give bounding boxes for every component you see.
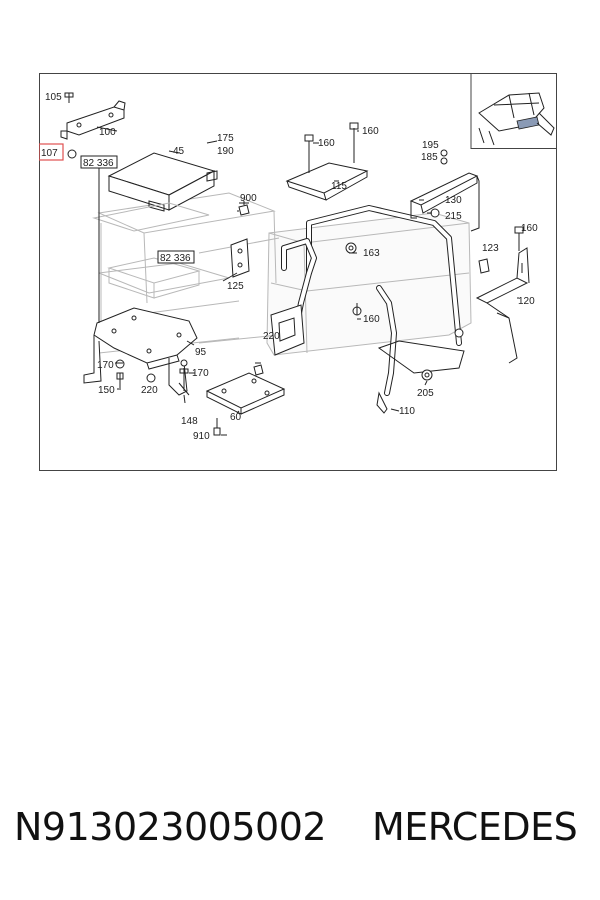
callout-120: 120 bbox=[518, 296, 535, 307]
callout-100: 100 bbox=[99, 127, 116, 138]
inset-thumbnail bbox=[470, 73, 557, 149]
boxed-label-1: 82 336 bbox=[80, 155, 118, 323]
brand-name: MERCEDES bbox=[372, 805, 578, 849]
callout-150: 150 bbox=[98, 385, 115, 396]
parts-diagram: 82 336 82 336 105 107 100 45 175 190 900… bbox=[39, 73, 557, 471]
bracket-125 bbox=[230, 238, 250, 278]
callout-900: 900 bbox=[240, 193, 257, 204]
washers bbox=[345, 242, 433, 381]
callout-175: 175 bbox=[217, 133, 234, 144]
svg-text:82 336: 82 336 bbox=[83, 158, 114, 169]
callout-60: 60 bbox=[230, 412, 242, 423]
bracket-120 bbox=[475, 226, 530, 364]
callout-170a: 170 bbox=[97, 360, 114, 371]
plate-60 bbox=[205, 364, 286, 436]
cover-plate-115 bbox=[285, 122, 369, 201]
callout-123: 123 bbox=[482, 243, 499, 254]
exploded-view-drawing: 82 336 82 336 105 107 100 45 175 190 900… bbox=[39, 73, 557, 471]
callout-190: 190 bbox=[217, 146, 234, 157]
base-plate-95 bbox=[83, 307, 198, 396]
bracket-130 bbox=[409, 149, 480, 232]
callout-130: 130 bbox=[445, 195, 462, 206]
callout-185: 185 bbox=[421, 152, 438, 163]
bracket-100 bbox=[60, 92, 126, 140]
control-unit-45 bbox=[107, 152, 218, 212]
callout-215: 215 bbox=[445, 211, 462, 222]
callout-170b: 170 bbox=[192, 368, 209, 379]
callout-95: 95 bbox=[195, 347, 207, 358]
callout-220a: 220 bbox=[141, 385, 158, 396]
callout-45: 45 bbox=[173, 146, 185, 157]
callout-163: 163 bbox=[363, 248, 380, 259]
callout-labels: 105 107 100 45 175 190 900 160 160 115 1… bbox=[41, 92, 538, 442]
callout-195: 195 bbox=[422, 140, 439, 151]
callout-115: 115 bbox=[331, 181, 347, 192]
highlight-box bbox=[39, 143, 64, 161]
part-number: N913023005002 bbox=[14, 805, 327, 849]
callout-160a: 160 bbox=[318, 138, 335, 149]
ghost-module bbox=[92, 202, 210, 299]
callout-125: 125 bbox=[227, 281, 244, 292]
callout-205: 205 bbox=[417, 388, 434, 399]
callout-148: 148 bbox=[181, 416, 198, 427]
boxed-label-2: 82 336 bbox=[157, 250, 195, 264]
footer: N913023005002 MERCEDES bbox=[0, 805, 600, 865]
callout-220b: 220 bbox=[263, 331, 280, 342]
fasteners-left bbox=[115, 359, 189, 391]
callout-160c: 160 bbox=[521, 223, 538, 234]
ghost-battery-case bbox=[97, 192, 472, 356]
leader-lines bbox=[96, 126, 519, 436]
callout-110: 110 bbox=[399, 406, 415, 417]
callout-105: 105 bbox=[45, 92, 62, 103]
svg-text:82 336: 82 336 bbox=[160, 253, 191, 264]
callout-910: 910 bbox=[193, 431, 210, 442]
callout-107: 107 bbox=[41, 148, 58, 159]
frame-110 bbox=[270, 205, 465, 414]
callout-160d: 160 bbox=[363, 314, 380, 325]
nut-107 bbox=[67, 149, 77, 159]
callout-160b: 160 bbox=[362, 126, 379, 137]
